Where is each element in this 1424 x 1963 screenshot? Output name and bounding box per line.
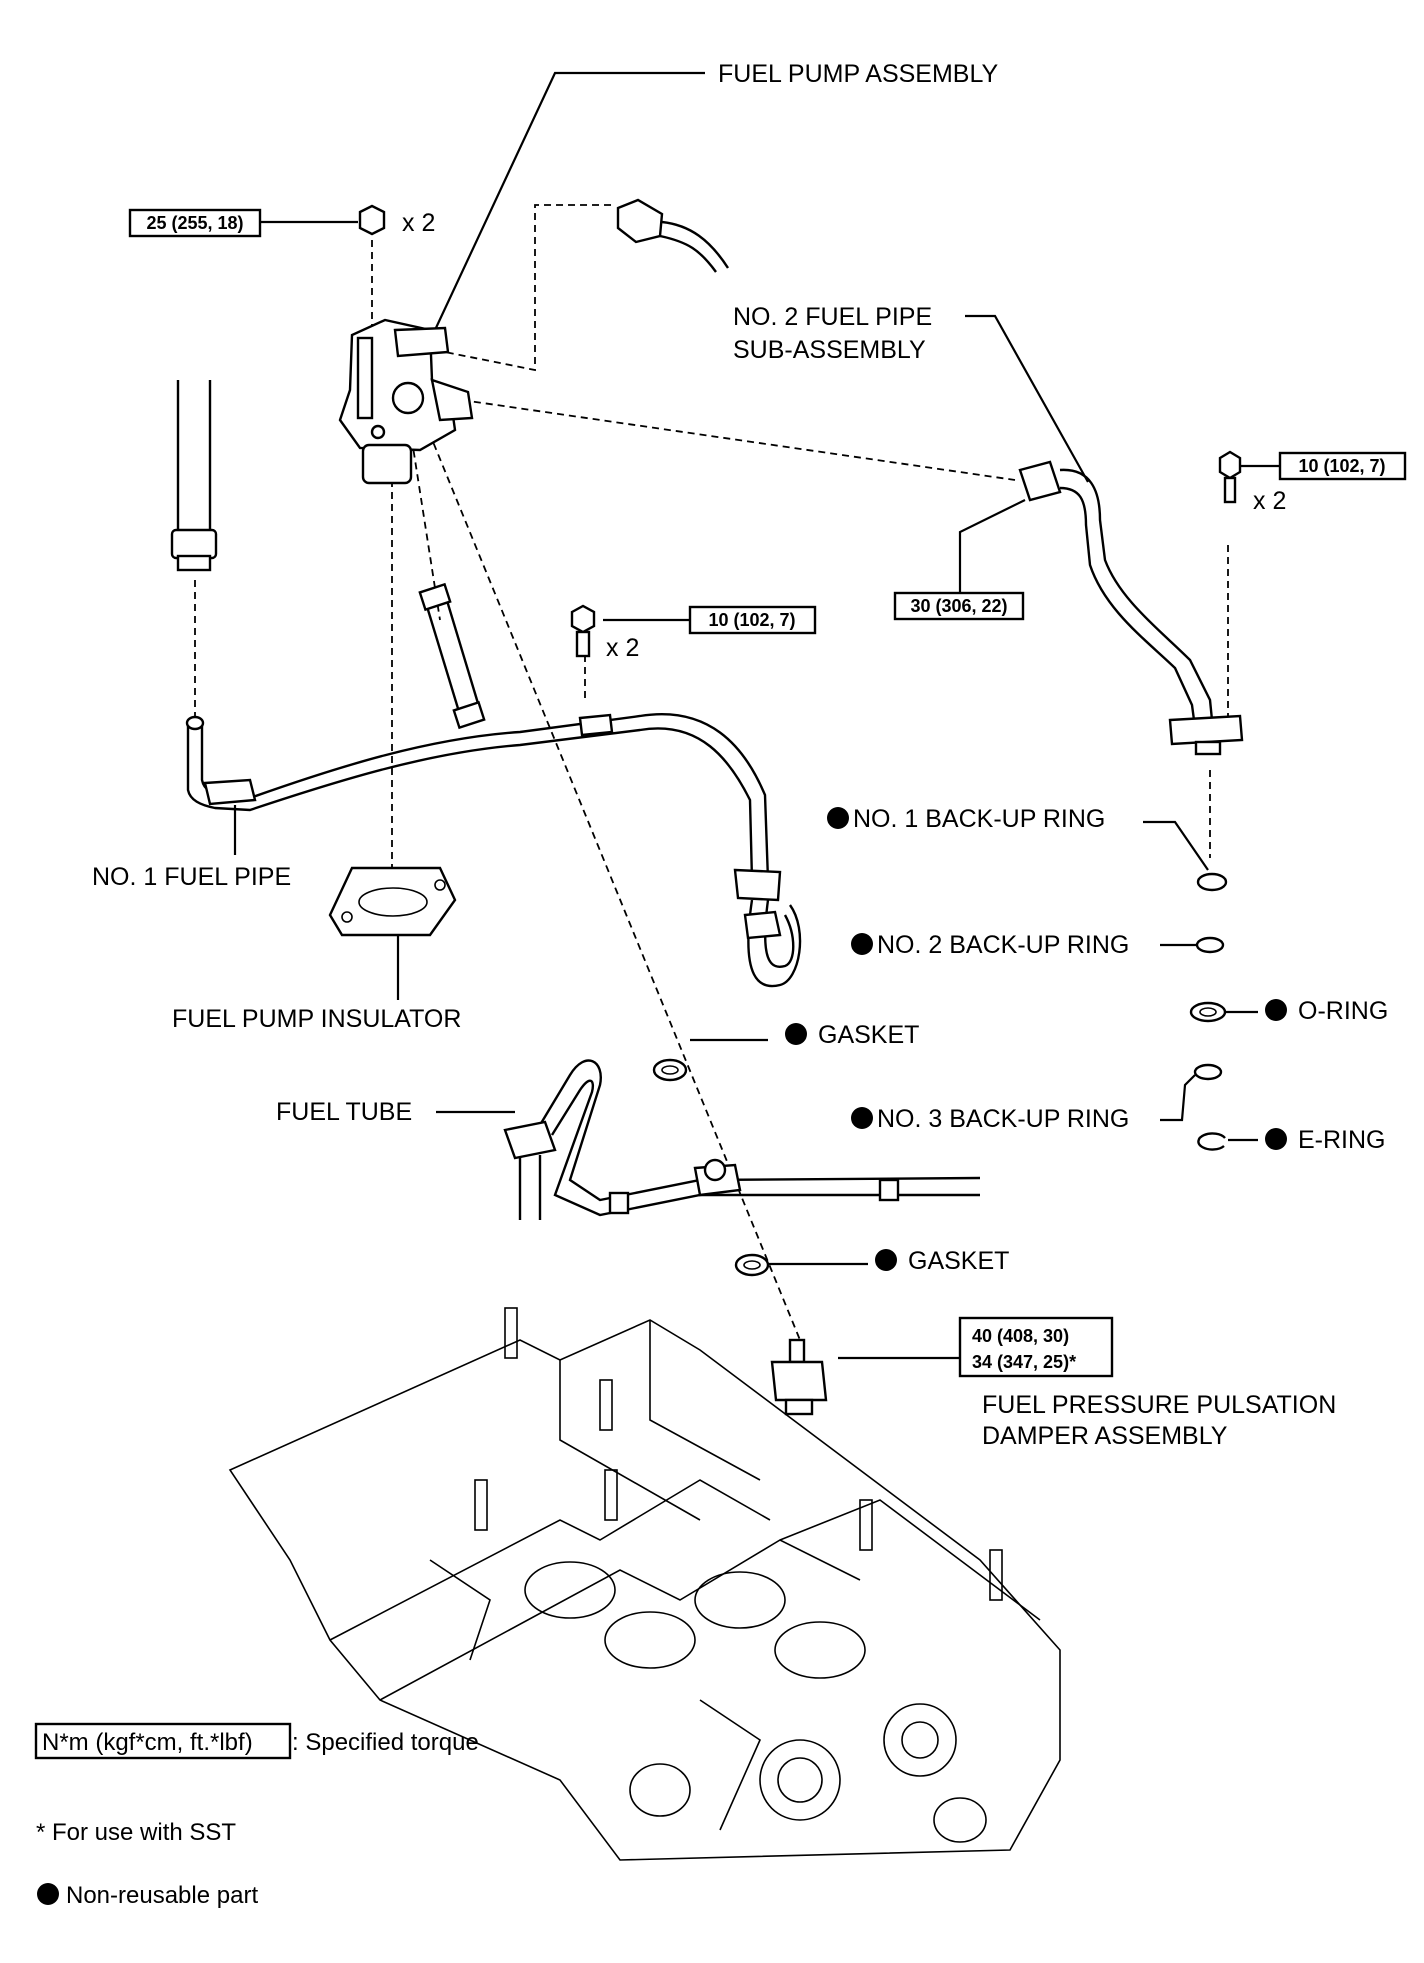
label-no2-fuel-pipe-line1: NO. 2 FUEL PIPE — [733, 303, 932, 331]
torque-box-pipe-bolt-right: 10 (102, 7) — [1278, 451, 1407, 481]
torque-box-pump-nut: 25 (255, 18) — [128, 208, 262, 238]
label-fuel-pump-assembly: FUEL PUMP ASSEMBLY — [718, 60, 999, 88]
label-no2-fuel-pipe-line2: SUB-ASSEMBLY — [733, 336, 926, 364]
right-bolt-part — [1218, 450, 1242, 504]
engine-block-drawing — [228, 1307, 1061, 1861]
non-reusable-icon — [1265, 999, 1287, 1021]
backup-ring-1-part — [1196, 872, 1228, 892]
qty-pump-nut: x 2 — [402, 209, 435, 237]
label-no3-backup-ring: NO. 3 BACK-UP RING — [877, 1105, 1129, 1133]
label-o-ring: O-RING — [1298, 997, 1388, 1025]
leader-lines — [233, 71, 1280, 1360]
legend-non-reusable: Non-reusable part — [66, 1882, 258, 1909]
pulsation-damper-part — [770, 1338, 828, 1416]
backup-ring-3-part — [1193, 1063, 1223, 1081]
non-reusable-icon — [785, 1023, 807, 1045]
gasket-upper-part — [652, 1058, 688, 1082]
harness-connector-part — [616, 198, 730, 273]
left-hose-part — [170, 380, 218, 572]
label-no2-backup-ring: NO. 2 BACK-UP RING — [877, 931, 1129, 959]
legend-sst-note: * For use with SST — [36, 1819, 236, 1846]
legend-torque-units: N*m (kgf*cm, ft.*lbf) — [42, 1729, 253, 1756]
non-reusable-icon — [851, 1107, 873, 1129]
non-reusable-icon — [1265, 1128, 1287, 1150]
center-bolt-part — [570, 604, 596, 658]
fuel-hose-part — [418, 582, 486, 730]
label-no1-backup-ring: NO. 1 BACK-UP RING — [853, 805, 1105, 833]
torque-pump-nut: 25 (255, 18) — [146, 213, 243, 233]
torque-box-pipe-bolt-center: 10 (102, 7) — [688, 605, 817, 635]
non-reusable-icon — [827, 807, 849, 829]
torque-pipe-bolt-right: 10 (102, 7) — [1298, 456, 1385, 476]
o-ring-part — [1189, 1001, 1227, 1023]
legend: N*m (kgf*cm, ft.*lbf) : Specified torque… — [34, 1722, 479, 1909]
torque-box-pipe-union: 30 (306, 22) — [893, 591, 1025, 621]
label-damper-line2: DAMPER ASSEMBLY — [982, 1422, 1228, 1450]
label-fuel-pump-insulator: FUEL PUMP INSULATOR — [172, 1005, 461, 1033]
pump-nut-part — [358, 204, 386, 236]
no1-fuel-pipe-part — [185, 713, 802, 988]
fuel-tube-part — [503, 1059, 981, 1220]
torque-box-damper: 40 (408, 30) 34 (347, 25)* — [958, 1316, 1114, 1378]
non-reusable-icon — [875, 1249, 897, 1271]
torque-pipe-union: 30 (306, 22) — [910, 596, 1007, 616]
torque-damper-std: 40 (408, 30) — [972, 1326, 1069, 1346]
legend-torque-desc: : Specified torque — [292, 1729, 479, 1756]
label-gasket-lower: GASKET — [908, 1247, 1009, 1275]
e-ring-part — [1197, 1132, 1226, 1151]
fuel-pump-assembly-part — [338, 318, 474, 485]
label-gasket-upper: GASKET — [818, 1021, 919, 1049]
fuel-pump-insulator-part — [328, 866, 457, 937]
torque-pipe-bolt-center: 10 (102, 7) — [708, 610, 795, 630]
label-no1-fuel-pipe: NO. 1 FUEL PIPE — [92, 863, 291, 891]
non-reusable-icon — [851, 933, 873, 955]
qty-pipe-bolt-right: x 2 — [1253, 487, 1286, 515]
label-e-ring: E-RING — [1298, 1126, 1386, 1154]
label-damper-line1: FUEL PRESSURE PULSATION — [982, 1391, 1336, 1419]
label-fuel-tube: FUEL TUBE — [276, 1098, 412, 1126]
alignment-dash-lines — [194, 204, 1229, 1341]
torque-damper-sst: 34 (347, 25)* — [972, 1352, 1076, 1372]
no2-fuel-pipe-part — [1018, 460, 1244, 756]
gasket-lower-part — [734, 1253, 770, 1277]
non-reusable-icon — [37, 1883, 59, 1905]
backup-ring-2-part — [1195, 936, 1225, 954]
qty-pipe-bolt-center: x 2 — [606, 634, 639, 662]
